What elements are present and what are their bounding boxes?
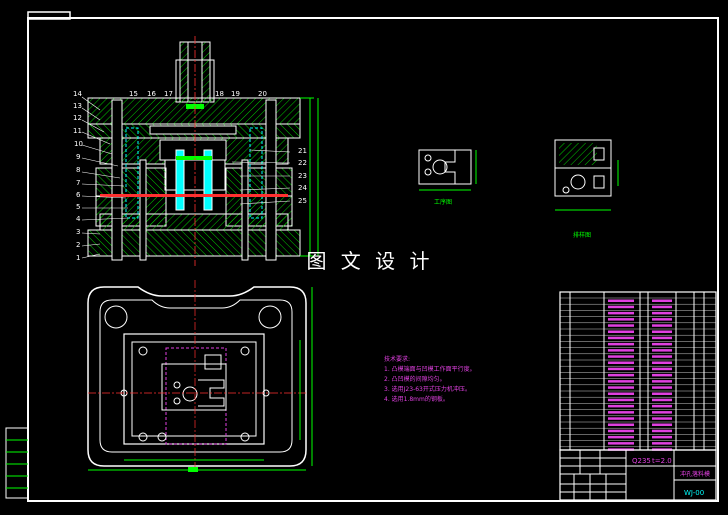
- part-number: 10: [74, 140, 83, 148]
- technical-note-item: 1. 凸模端面与凹模工作面平行度。: [384, 366, 476, 373]
- part-number: 6: [76, 191, 81, 199]
- part-number: 19: [231, 90, 240, 98]
- parts-list-entry-mark: [608, 305, 634, 309]
- parts-list-entry-mark: [652, 367, 672, 371]
- parts-list-entry-mark: [652, 299, 672, 302]
- part-number: 5: [76, 203, 80, 211]
- title-block: Q235 t=2.0 冲孔落料模 WJ-00: [559, 449, 717, 501]
- technical-note-item: 2. 凸凹模的间隙均匀。: [384, 376, 446, 383]
- parts-list-entry-mark: [652, 411, 672, 414]
- parts-list-entry-mark: [608, 442, 634, 445]
- part-number: 8: [76, 166, 80, 174]
- technical-note-item: 4. 选用1.8mm的钢板。: [384, 396, 449, 403]
- part-number: 2: [76, 241, 80, 249]
- parts-list-entry-mark: [608, 373, 634, 377]
- part-number: 12: [73, 114, 82, 122]
- parts-list-entry-mark: [608, 435, 634, 439]
- part-number: 23: [298, 172, 307, 180]
- part-number: 15: [129, 90, 138, 98]
- parts-list-entry-mark: [608, 398, 634, 402]
- lower-die-plan-view: [87, 280, 313, 472]
- parts-list-entry-mark: [608, 423, 634, 426]
- parts-list-entry-mark: [652, 442, 672, 445]
- part-number: 11: [73, 127, 82, 135]
- parts-list-entry-mark: [608, 324, 634, 327]
- part-number: 7: [76, 179, 80, 187]
- parts-list-entry-mark: [608, 318, 634, 321]
- part-number: 4: [76, 215, 81, 223]
- part-number: 9: [76, 153, 80, 161]
- parts-list-entry-mark: [652, 398, 672, 402]
- parts-list-entry-mark: [608, 404, 634, 408]
- parts-list-entry-mark: [652, 330, 672, 333]
- part-number: 25: [298, 197, 307, 205]
- parts-list-entry-mark: [652, 435, 672, 439]
- parts-list-entry-mark: [608, 342, 634, 346]
- part-number: 18: [215, 90, 224, 98]
- part-number: 3: [76, 228, 80, 236]
- parts-list-entry-mark: [652, 349, 672, 352]
- part-number-labels: 14 13 12 11 10 9 8 7 6 5 4 3 2 1 15 16 1…: [73, 90, 307, 262]
- part-number: 14: [73, 90, 82, 98]
- technical-notes: 技术要求: 1. 凸模端面与凹模工作面平行度。 2. 凸凹模的间隙均匀。 3. …: [384, 355, 476, 405]
- parts-list-entry-mark: [652, 423, 672, 426]
- parts-list-entry-mark: [608, 311, 634, 315]
- parts-list-entry-mark: [608, 429, 634, 433]
- parts-list-entry-mark: [608, 361, 634, 364]
- part-leaders: [81, 96, 291, 259]
- technical-notes-title: 技术要求:: [384, 356, 411, 363]
- parts-list-entry-mark: [652, 311, 672, 315]
- thickness-text: t=2.0: [652, 457, 672, 465]
- material-text: Q235: [632, 457, 651, 465]
- parts-list-entry-mark: [652, 404, 672, 408]
- parts-list-entry-mark: [652, 318, 672, 321]
- parts-list-entry-mark: [652, 342, 672, 346]
- parts-list-entry-mark: [608, 330, 634, 333]
- parts-list-entry-mark: [652, 324, 672, 327]
- parts-list-entry-mark: [608, 380, 634, 383]
- parts-list-entry-mark: [652, 429, 672, 433]
- parts-list-entry-mark: [652, 392, 672, 395]
- parts-list-entry-mark: [652, 336, 672, 340]
- part-number: 20: [258, 90, 267, 98]
- parts-list-entry-mark: [608, 367, 634, 371]
- parts-list-entry-mark: [608, 417, 634, 420]
- parts-list-entry-mark: [652, 361, 672, 364]
- parts-list-rows: [560, 297, 716, 451]
- assembly-section-view: [87, 36, 319, 266]
- parts-list-entry-mark: [608, 355, 634, 358]
- workpiece-view: 工序图: [418, 149, 477, 206]
- drawing-number-text: WJ-00: [684, 489, 704, 497]
- part-number: 21: [298, 147, 307, 155]
- drawing-name-text: 冲孔落料模: [680, 470, 710, 478]
- watermark-text: 图 文 设 计: [306, 248, 434, 273]
- part-number: 13: [73, 102, 82, 110]
- technical-note-item: 3. 选用J23-63开式压力机冲压。: [384, 386, 471, 393]
- parts-list-entry-mark: [608, 299, 634, 302]
- parts-list-entry-mark: [652, 417, 672, 420]
- strip-layout-label: 排样图: [573, 231, 591, 239]
- parts-list-entry-mark: [608, 392, 634, 395]
- parts-list-entry-mark: [652, 373, 672, 377]
- part-number: 16: [147, 90, 156, 98]
- parts-list-entry-mark: [608, 411, 634, 414]
- workpiece-view-label: 工序图: [434, 198, 452, 206]
- strip-layout-view: 排样图: [554, 139, 619, 239]
- parts-list-entry-mark: [608, 349, 634, 352]
- parts-list-entry-mark: [652, 386, 672, 389]
- part-number: 17: [164, 90, 173, 98]
- part-number: 1: [76, 254, 80, 262]
- parts-list: [559, 291, 717, 451]
- parts-list-entry-mark: [652, 305, 672, 309]
- part-number: 24: [298, 184, 307, 192]
- parts-list-entry-mark: [652, 380, 672, 383]
- parts-list-entry-mark: [608, 386, 634, 389]
- parts-list-entry-mark: [652, 355, 672, 358]
- part-number: 22: [298, 159, 307, 167]
- drawing-frame: [5, 11, 719, 502]
- parts-list-entry-mark: [608, 336, 634, 340]
